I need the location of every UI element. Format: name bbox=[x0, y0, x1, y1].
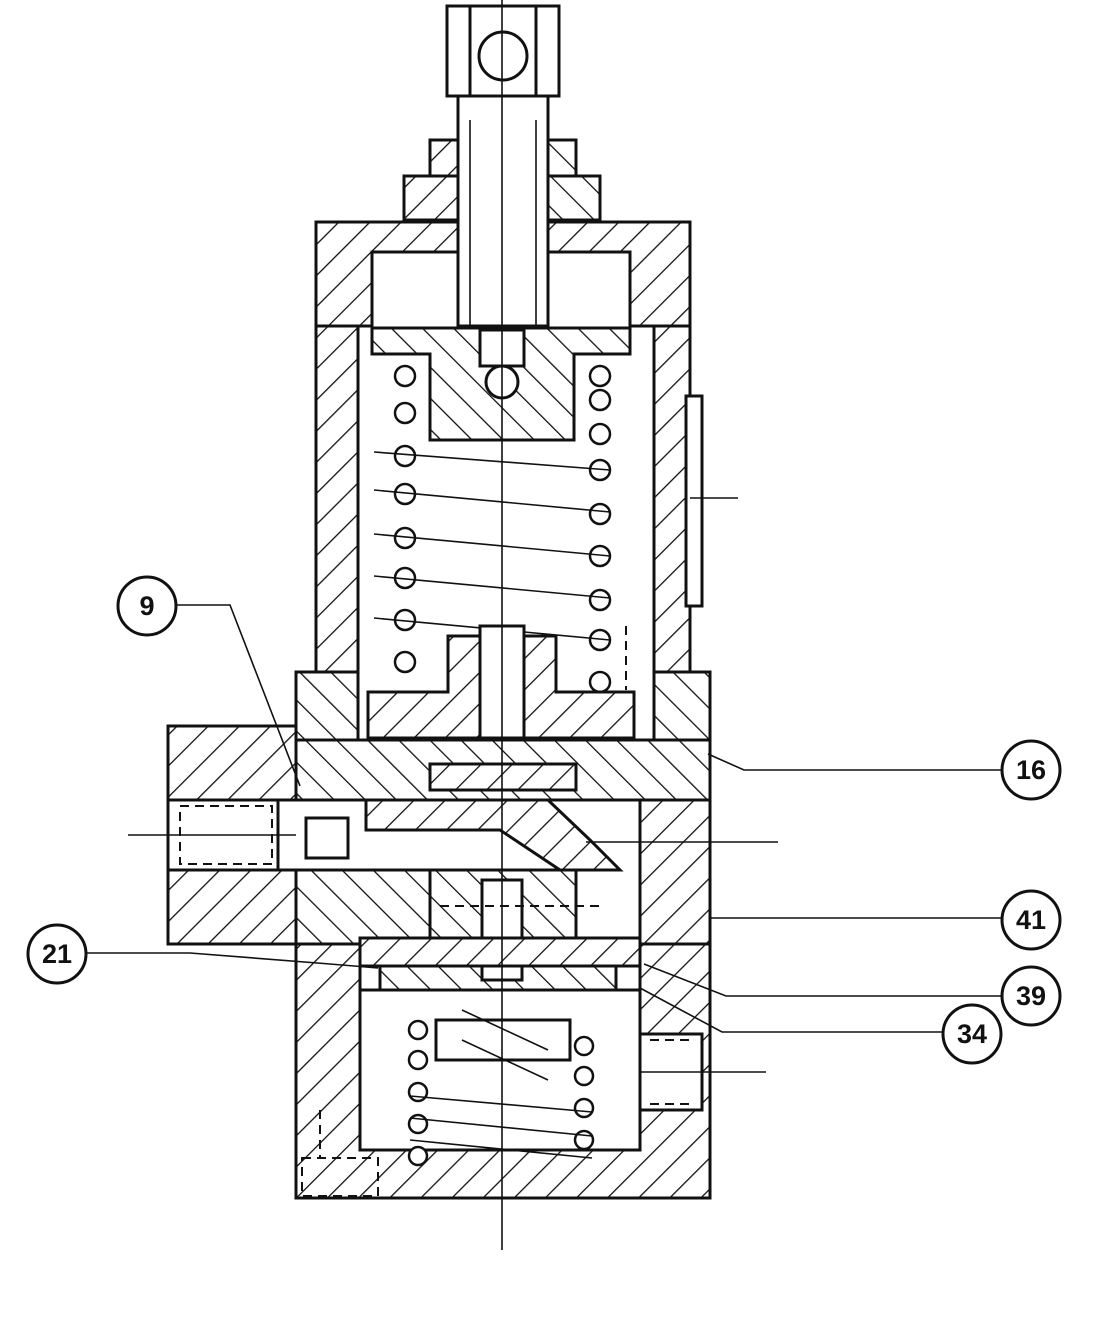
adjusting-nut bbox=[445, 4, 561, 98]
callout-9: 9 bbox=[116, 575, 178, 637]
callout-16: 16 bbox=[1000, 739, 1062, 801]
spring-seat-piston bbox=[294, 624, 712, 742]
lower-spring bbox=[407, 1009, 595, 1167]
callout-9-label: 9 bbox=[139, 591, 154, 621]
callout-21-label: 21 bbox=[42, 939, 72, 969]
lower-body bbox=[294, 942, 712, 1200]
callout-21: 21 bbox=[26, 923, 88, 985]
callout-16-label: 16 bbox=[1016, 755, 1046, 785]
leader-lines bbox=[86, 604, 1004, 1033]
adjusting-spindle bbox=[402, 94, 602, 328]
upper-spring-plate bbox=[370, 326, 632, 442]
callout-41-label: 41 bbox=[1016, 905, 1046, 935]
callout-34-label: 34 bbox=[957, 1019, 987, 1049]
main-spring bbox=[373, 364, 612, 694]
centerlines bbox=[128, 0, 778, 1250]
bonnet-housing bbox=[314, 220, 704, 674]
callout-41: 41 bbox=[1000, 889, 1062, 951]
callout-39: 39 bbox=[1000, 965, 1062, 1027]
callout-39-label: 39 bbox=[1016, 981, 1046, 1011]
callout-34: 34 bbox=[941, 1003, 1003, 1065]
